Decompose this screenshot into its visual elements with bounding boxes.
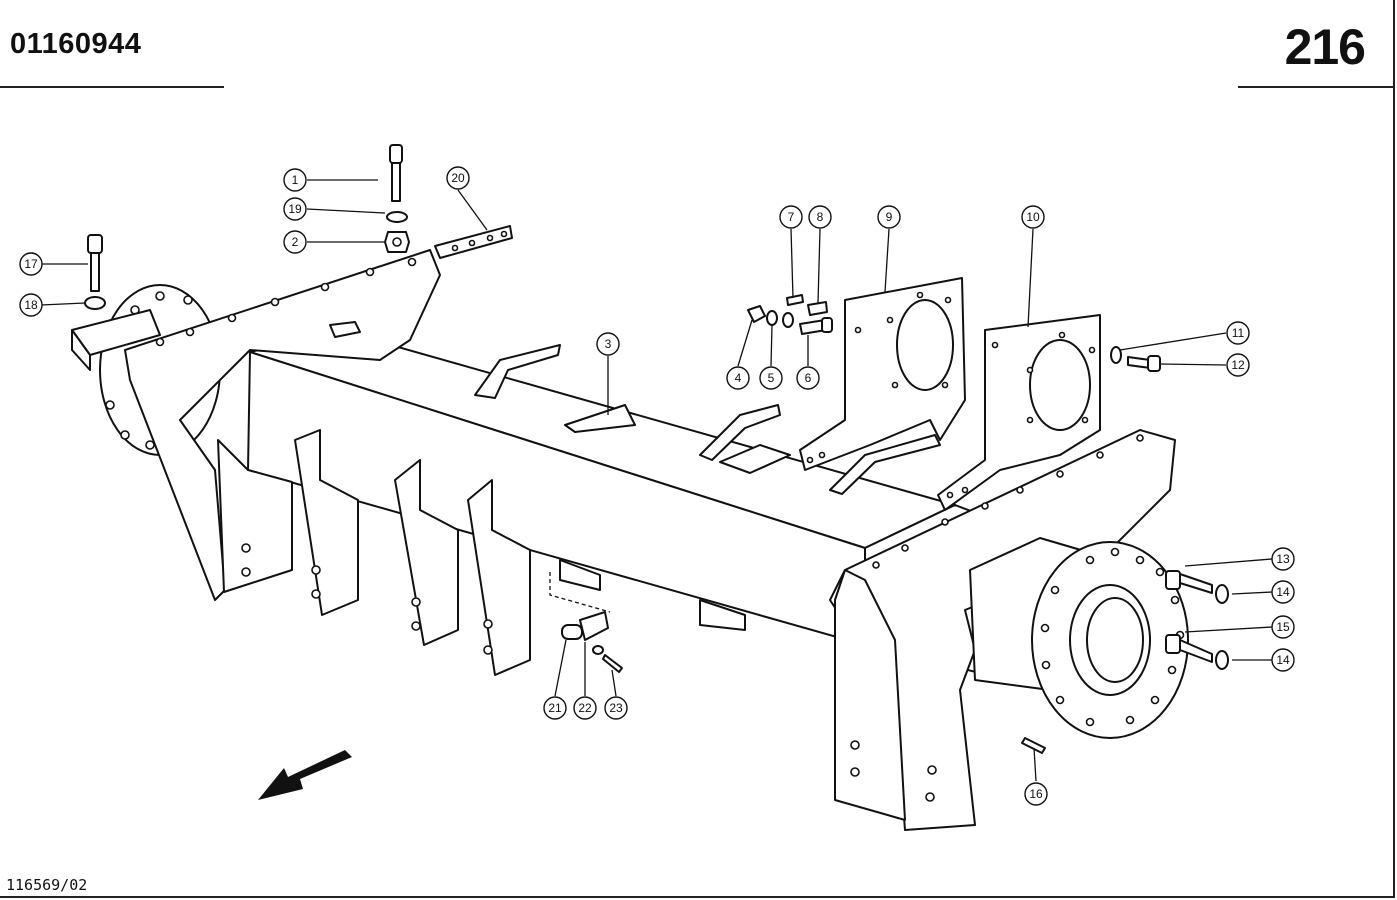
leader-lines <box>40 179 1273 782</box>
header-rule-left <box>0 86 224 88</box>
hanging-plates <box>217 429 531 676</box>
callout-9: 9 <box>877 205 901 229</box>
callout-20: 20 <box>446 166 470 190</box>
right-flange <box>1031 541 1189 739</box>
callout-21: 21 <box>543 696 567 720</box>
left-top-bracket <box>71 249 441 601</box>
callout-22: 22 <box>573 696 597 720</box>
callout-13: 13 <box>1271 547 1295 571</box>
svg-text:10: 10 <box>1026 210 1040 224</box>
svg-text:1: 1 <box>292 173 299 187</box>
svg-text:13: 13 <box>1276 552 1290 566</box>
clamp-parts-21-22-23 <box>561 611 623 673</box>
callout-4: 4 <box>726 366 750 390</box>
callout-11: 11 <box>1226 321 1250 345</box>
svg-text:20: 20 <box>451 171 465 185</box>
mounting-plate-9 <box>799 277 966 471</box>
bolt-17 <box>87 234 103 292</box>
washer-19 <box>386 211 408 223</box>
svg-text:22: 22 <box>578 701 592 715</box>
bottom-tabs <box>549 559 746 631</box>
callout-10: 10 <box>1021 205 1045 229</box>
callout-17: 17 <box>19 252 43 276</box>
callout-14-bottom: 14 <box>1271 648 1295 672</box>
callout-8: 8 <box>808 205 832 229</box>
callout-23: 23 <box>604 696 628 720</box>
callout-14-top: 14 <box>1271 580 1295 604</box>
small-fasteners-4-5-6 <box>747 294 833 335</box>
washer-18 <box>84 296 106 310</box>
svg-text:17: 17 <box>24 257 38 271</box>
svg-text:3: 3 <box>605 337 612 351</box>
svg-text:14: 14 <box>1276 653 1290 667</box>
pin-16 <box>1021 737 1046 754</box>
beam-top-straps <box>329 321 941 495</box>
callout-12: 12 <box>1226 353 1250 377</box>
bolt-12-washer-11 <box>1110 346 1161 372</box>
callout-2: 2 <box>283 230 307 254</box>
washer-14-top <box>1215 584 1229 604</box>
svg-text:14: 14 <box>1276 585 1290 599</box>
svg-text:21: 21 <box>548 701 562 715</box>
svg-text:2: 2 <box>292 235 299 249</box>
page-number: 216 <box>1284 19 1366 75</box>
callout-19: 19 <box>283 197 307 221</box>
left-end-block <box>71 329 91 371</box>
bolt-15 <box>1165 634 1213 663</box>
svg-text:11: 11 <box>1232 326 1245 340</box>
bolt-13 <box>1165 570 1213 594</box>
svg-text:18: 18 <box>24 298 38 312</box>
flat-bar <box>434 225 513 259</box>
direction-arrow-icon <box>258 750 352 800</box>
svg-text:15: 15 <box>1276 620 1290 634</box>
svg-text:23: 23 <box>609 701 623 715</box>
svg-text:8: 8 <box>817 210 824 224</box>
callout-6: 6 <box>796 366 820 390</box>
callouts: 1 2 3 4 5 6 7 8 9 10 11 12 13 14 15 14 1… <box>19 166 1295 806</box>
top-bracket-holes <box>155 257 417 347</box>
washer-14-bottom <box>1215 650 1229 670</box>
svg-text:6: 6 <box>805 371 812 385</box>
callout-1: 1 <box>283 168 307 192</box>
mounting-plate-10 <box>937 314 1101 511</box>
nut-2 <box>384 231 410 253</box>
callout-7: 7 <box>779 205 803 229</box>
svg-text:4: 4 <box>735 371 742 385</box>
bolt-1 <box>389 144 403 202</box>
callout-15: 15 <box>1271 615 1295 639</box>
svg-text:9: 9 <box>886 210 893 224</box>
svg-text:7: 7 <box>788 210 795 224</box>
header-rule-right <box>1238 86 1395 88</box>
callout-18: 18 <box>19 293 43 317</box>
callout-3: 3 <box>596 332 620 356</box>
callout-5: 5 <box>759 366 783 390</box>
svg-text:19: 19 <box>288 202 302 216</box>
drawing-reference: 116569/02 <box>6 876 88 894</box>
right-bracket <box>829 429 1176 831</box>
callout-16: 16 <box>1024 782 1048 806</box>
svg-text:16: 16 <box>1029 787 1043 801</box>
part-number: 01160944 <box>10 28 142 60</box>
svg-text:12: 12 <box>1231 358 1245 372</box>
svg-text:5: 5 <box>768 371 775 385</box>
